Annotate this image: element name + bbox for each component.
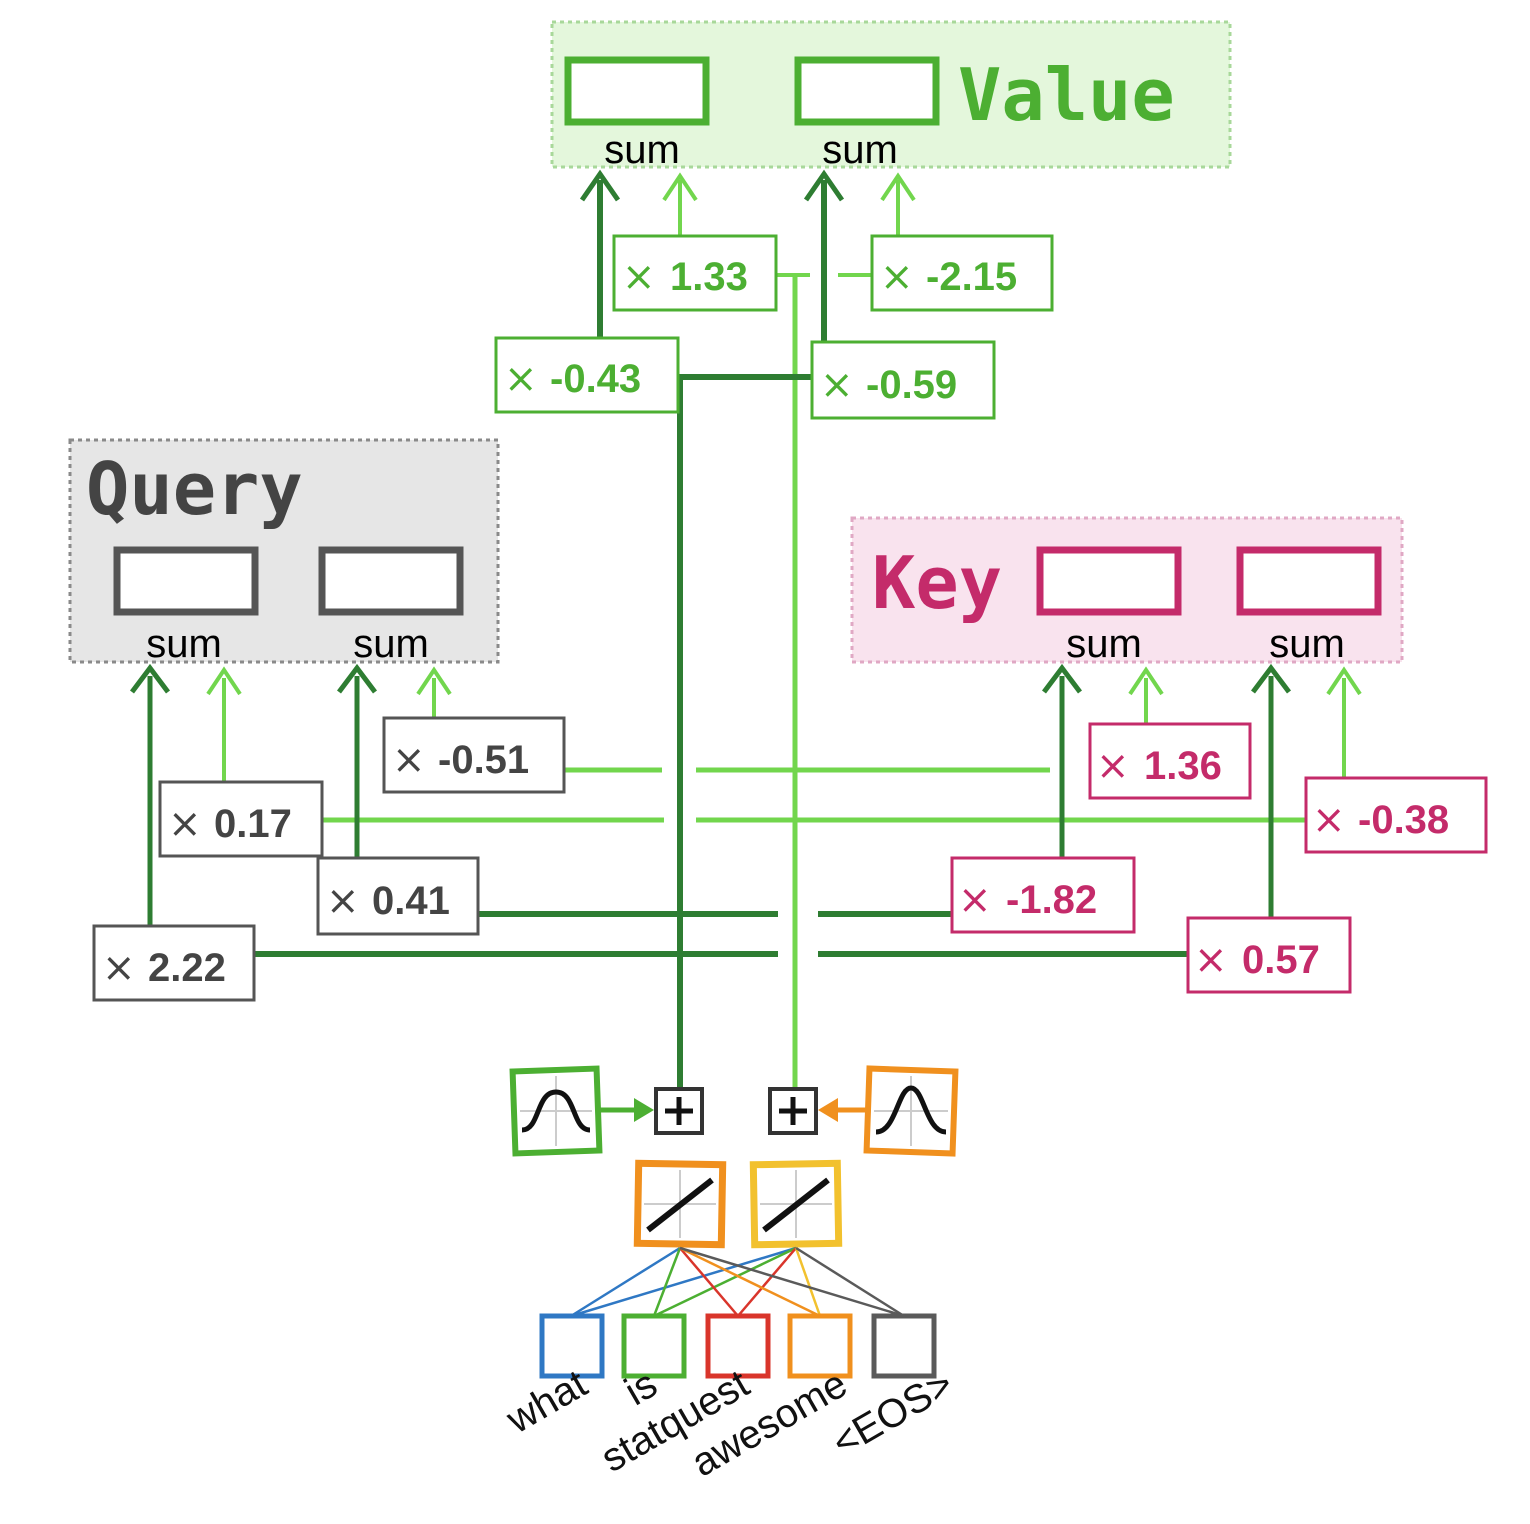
times-icon: ×: [1312, 797, 1346, 843]
times-icon: ×: [1194, 937, 1228, 983]
weight-value: -0.43: [550, 357, 641, 401]
value-sum-label-2: sum: [822, 128, 898, 172]
value-sum-label-1: sum: [604, 128, 680, 172]
value-panel: sum sum Value: [550, 20, 1232, 172]
weight-value: -0.38: [1358, 798, 1449, 842]
weight-value: 0.41: [372, 879, 450, 923]
key-sum-label-1: sum: [1066, 622, 1142, 666]
arrow-left-icon: [818, 1098, 866, 1122]
times-icon: ×: [958, 877, 992, 923]
weight-q-0-17: × 0.17: [158, 780, 324, 858]
token-box-what: [539, 1313, 605, 1379]
weight-v-m2-15: × -2.15: [870, 234, 1054, 312]
embedding-node-2-icon: [749, 1159, 843, 1249]
query-panel: Query sum sum: [68, 438, 500, 666]
value-title: Value: [958, 53, 1175, 137]
weight-value: 0.57: [1242, 938, 1320, 982]
token-box-eos: [871, 1313, 937, 1379]
weight-value: -0.59: [866, 363, 957, 407]
arrow-right-icon: [600, 1098, 654, 1122]
query-sum-label-1: sum: [146, 622, 222, 666]
weight-value: -1.82: [1006, 878, 1097, 922]
query-output-box-2: [318, 546, 464, 616]
key-output-box-1: [1036, 546, 1182, 616]
weight-v-m0-43: × -0.43: [494, 336, 680, 414]
token-labels: what is statquest awesome <EOS>: [498, 1362, 960, 1486]
weight-value: 1.33: [670, 255, 748, 299]
times-icon: ×: [820, 362, 854, 408]
bell-encoding-icon: [863, 1065, 959, 1157]
weight-v-1-33: × 1.33: [612, 234, 778, 312]
key-panel: Key sum sum: [850, 516, 1404, 666]
token-box-awesome: [787, 1313, 853, 1379]
weight-value: 1.36: [1144, 744, 1222, 788]
weight-k-m0-38: × -0.38: [1304, 776, 1488, 854]
weight-v-m0-59: × -0.59: [810, 340, 996, 420]
query-output-box-1: [113, 546, 259, 616]
token-box-statquest: [705, 1313, 771, 1379]
weight-q-m0-51: × -0.51: [382, 716, 566, 794]
input-token-boxes: [539, 1313, 937, 1379]
weight-k-0-57: × 0.57: [1186, 916, 1352, 994]
times-icon: ×: [326, 878, 360, 924]
weight-k-1-36: × 1.36: [1088, 722, 1252, 800]
sine-encoding-icon: [509, 1065, 603, 1157]
add-node-right-icon: [768, 1087, 818, 1135]
weight-value: -0.51: [438, 738, 529, 782]
times-icon: ×: [504, 356, 538, 402]
times-icon: ×: [880, 254, 914, 300]
weight-q-2-22: × 2.22: [92, 924, 256, 1002]
times-icon: ×: [168, 801, 202, 847]
add-node-left-icon: [654, 1087, 704, 1135]
value-connections: [579, 169, 916, 380]
weight-value: 2.22: [148, 946, 226, 990]
query-title: Query: [86, 447, 303, 531]
query-sum-label-2: sum: [353, 622, 429, 666]
key-output-box-2: [1236, 546, 1382, 616]
weight-value: -2.15: [926, 255, 1017, 299]
input-connections: [570, 1246, 905, 1318]
times-icon: ×: [1096, 743, 1130, 789]
key-sum-label-2: sum: [1269, 622, 1345, 666]
weight-k-m1-82: × -1.82: [950, 856, 1136, 934]
weight-q-0-41: × 0.41: [316, 856, 480, 936]
value-output-box-2: [794, 56, 940, 126]
trunk-lines: [677, 275, 798, 1088]
key-title: Key: [872, 541, 1002, 625]
token-box-is: [621, 1313, 687, 1379]
times-icon: ×: [102, 945, 136, 991]
value-output-box-1: [564, 56, 710, 126]
weight-value: 0.17: [214, 802, 292, 846]
qk-connections: [130, 663, 1362, 957]
embedding-node-1-icon: [633, 1159, 727, 1249]
times-icon: ×: [392, 737, 426, 783]
times-icon: ×: [622, 254, 656, 300]
